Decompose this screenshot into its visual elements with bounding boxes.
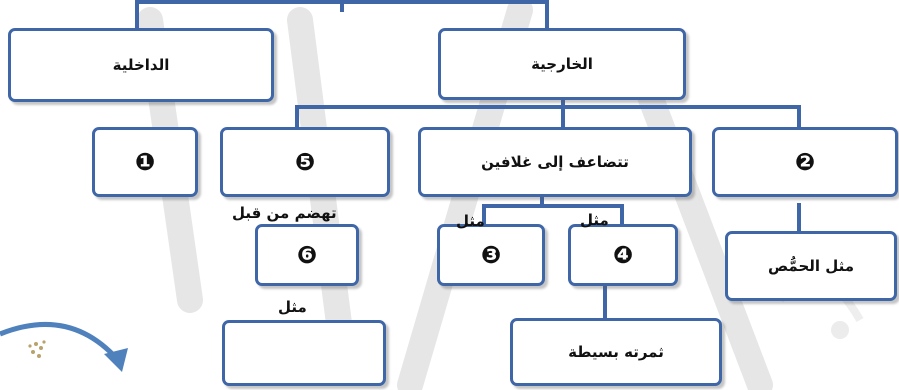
example-left-annotation: مثل [456,212,485,230]
external-label: الخارجية [531,55,593,73]
seed-arrow-illustration [0,321,128,372]
connector-box4-to-simple [603,285,607,321]
connector-to-box2 [797,105,801,131]
connector-doubled-down [540,193,544,207]
doubled-label: تتضاعف إلى غلافين [481,153,629,171]
box-2: ❷ [712,127,898,197]
box-5-number: ❺ [294,148,316,176]
connector-top-right-down [545,0,549,32]
box-4-number: ❹ [612,241,634,269]
simple-fruit-box: ثمرته بسيطة [510,318,722,386]
box-2-number: ❷ [794,148,816,176]
internal-label: الداخلية [112,56,170,74]
chickpea-label: مثل الحمُّص [767,257,855,275]
internal-box: الداخلية [8,28,274,102]
box-5: ❺ [220,127,390,197]
chickpea-box: مثل الحمُّص [725,231,897,301]
connector-doubled-horizontal [482,204,624,208]
connector-top-center-down [340,0,344,12]
example-right-annotation: مثل [580,211,609,229]
box-4: ❹ [568,224,678,286]
box-1: ❶ [92,127,198,197]
example-bottom-annotation: مثل [278,298,307,316]
connector-external-down [561,94,565,108]
connector-external-horizontal [295,105,800,109]
connector-top-left-down [135,0,139,32]
connector-to-box3 [482,204,486,226]
connector-box2-to-chickpea [797,203,801,233]
box-1-number: ❶ [134,148,156,176]
box-3-number: ❸ [480,241,502,269]
box-3: ❸ [437,224,545,286]
doubled-box: تتضاعف إلى غلافين [418,127,692,197]
simple-fruit-label: ثمرته بسيطة [568,343,664,361]
connector-to-doubled [561,105,565,131]
box-6: ❻ [255,224,359,286]
empty-bottom-box [222,320,386,386]
connector-to-box5 [295,105,299,131]
connector-to-box4 [620,204,624,226]
external-box: الخارجية [438,28,686,100]
box-6-number: ❻ [296,241,318,269]
digested-before-annotation: تهضم من قبل [232,204,337,222]
